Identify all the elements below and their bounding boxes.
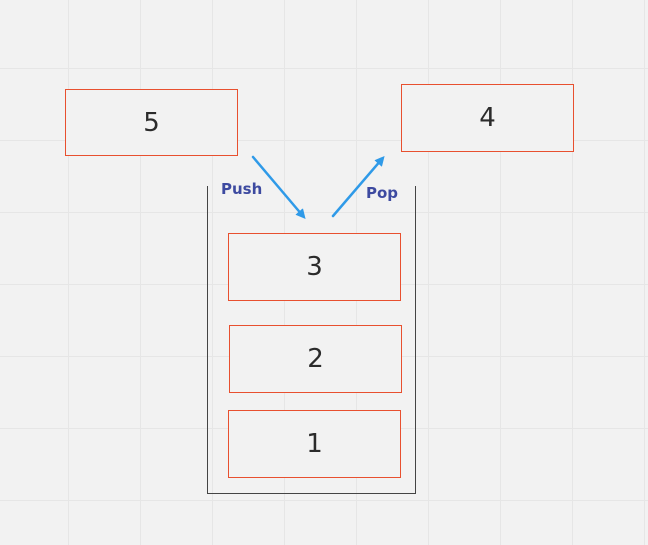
push-label: Push <box>221 180 263 198</box>
stack-item-middle: 2 <box>229 325 402 393</box>
stack-container <box>207 186 416 494</box>
popped-value: 4 <box>479 103 496 133</box>
stack-item-value: 2 <box>307 344 324 374</box>
push-value-box: 5 <box>65 89 238 156</box>
stack-item-top: 3 <box>228 233 401 301</box>
stack-item-value: 3 <box>306 252 323 282</box>
pop-label: Pop <box>366 184 399 202</box>
popped-value-box: 4 <box>401 84 574 152</box>
push-value: 5 <box>143 107 160 138</box>
stack-item-bottom: 1 <box>228 410 401 478</box>
stack-item-value: 1 <box>306 429 323 459</box>
